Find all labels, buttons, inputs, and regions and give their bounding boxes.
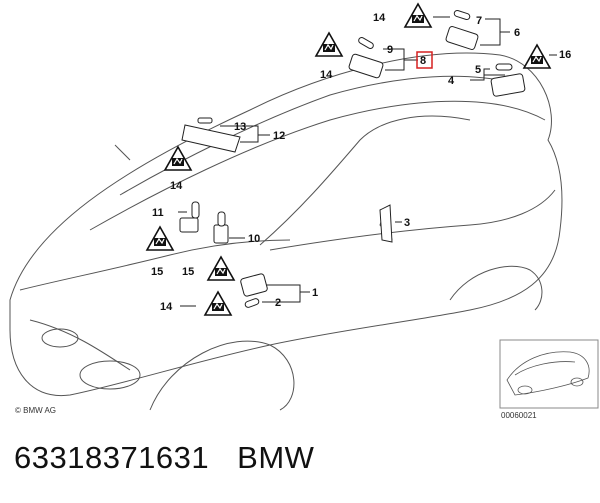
callout-14-c: 14: [170, 180, 183, 192]
callout-5: 5: [475, 64, 481, 76]
callout-4: 4: [448, 75, 455, 87]
callout-14-b: 14: [320, 69, 333, 81]
callout-13: 13: [234, 121, 246, 133]
copyright-text: © BMW AG: [15, 406, 56, 415]
callout-2: 2: [275, 297, 281, 309]
leader-lines: [178, 16, 557, 307]
callout-15-b: 15: [182, 266, 194, 278]
callout-14-d: 14: [160, 301, 173, 313]
callout-1: 1: [312, 287, 318, 299]
callout-10: 10: [248, 233, 260, 245]
callout-14: 14: [373, 12, 386, 24]
callout-6: 6: [514, 27, 520, 39]
car-outline: [9, 52, 563, 411]
parts: [179, 9, 526, 308]
warning-symbols: [146, 3, 551, 316]
callout-16: 16: [559, 49, 571, 61]
callout-8: 8: [420, 55, 426, 67]
highlight-box: [416, 51, 433, 69]
thumbnail-inset: [499, 339, 599, 409]
callout-11: 11: [152, 207, 164, 219]
callout-9: 9: [387, 44, 393, 56]
part-number: 63318371631: [14, 440, 210, 475]
callout-7: 7: [476, 15, 482, 27]
part-caption: 63318371631 BMW: [14, 440, 314, 476]
brand-name: BMW: [237, 440, 315, 475]
callout-labels: 14 7 6 9 8 14 5 4 16 13 12 14 11 10 15 1…: [151, 12, 571, 313]
callout-12: 12: [273, 130, 285, 142]
diagram-id: 00060021: [501, 411, 537, 420]
callout-3: 3: [404, 217, 410, 229]
callout-15: 15: [151, 266, 163, 278]
